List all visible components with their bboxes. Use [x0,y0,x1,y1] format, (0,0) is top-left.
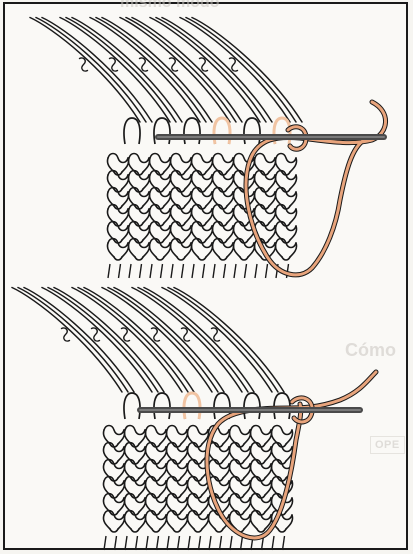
live-loop-colored [214,118,230,144]
knit-stitch [233,239,254,261]
fabric-end [203,264,205,278]
fabric-end [104,536,106,550]
fabric-end [230,536,232,550]
strand-twist [230,58,238,71]
strand-line [162,288,272,393]
live-loop [184,118,200,144]
fabric-end [199,536,201,550]
knit-stitch [170,239,191,261]
fabric-end [171,264,173,278]
strand-twist [62,328,70,341]
strand-twist [110,58,118,71]
fabric-end [125,536,127,550]
knit-stitch [212,239,233,261]
live-loop-colored [184,393,200,419]
fabric-end [213,264,215,278]
fabric-end [209,536,211,550]
fabric-end [255,264,257,278]
bottom-fabric [103,426,292,551]
fabric-end [220,536,222,550]
live-loop [124,118,140,144]
knit-stitch [124,511,145,533]
top-yarn-icon [246,102,386,275]
strand-twist [200,58,208,71]
fabric-end [167,536,169,550]
knit-stitch [191,239,212,261]
fabric-end [182,264,184,278]
strand-twist [80,58,88,71]
fabric-end [234,264,236,278]
live-loop [154,393,170,419]
knit-stitch [107,239,128,261]
fabric-end [241,536,243,550]
knit-stitch [275,239,296,261]
live-loop [154,118,170,144]
fabric-end [119,264,121,278]
top-strands [30,18,302,123]
strand-twist [122,328,130,341]
strand-line [180,18,290,123]
live-loop [124,393,140,419]
live-loop [244,393,260,419]
fabric-end [150,264,152,278]
knit-stitch [187,511,208,533]
bottom-strands [12,288,284,393]
fabric-end [266,264,268,278]
fabric-end [129,264,131,278]
knit-stitch [166,511,187,533]
bottom-yarn-icon [207,372,376,538]
knit-stitch [103,511,124,533]
fabric-end [272,536,274,550]
bottom-loops [124,393,290,419]
fabric-end [188,536,190,550]
strand-twist [182,328,190,341]
knit-stitch [128,239,149,261]
strand-twist [170,58,178,71]
strand-twist [92,328,100,341]
knit-stitch [149,239,170,261]
fabric-end [161,264,163,278]
top-panel [30,18,386,279]
fabric-end [136,536,138,550]
fabric-end [140,264,142,278]
knit-stitch [145,511,166,533]
strand-twist [140,58,148,71]
strand-twist [152,328,160,341]
strand-twist [212,328,220,341]
fabric-end [178,536,180,550]
fabric-end [224,264,226,278]
fabric-end [283,536,285,550]
fabric-end [146,536,148,550]
bottom-panel [12,288,376,551]
fabric-end [192,264,194,278]
fabric-end [108,264,110,278]
fabric-end [157,536,159,550]
fabric-end [115,536,117,550]
live-loop [244,118,260,144]
fabric-end [245,264,247,278]
